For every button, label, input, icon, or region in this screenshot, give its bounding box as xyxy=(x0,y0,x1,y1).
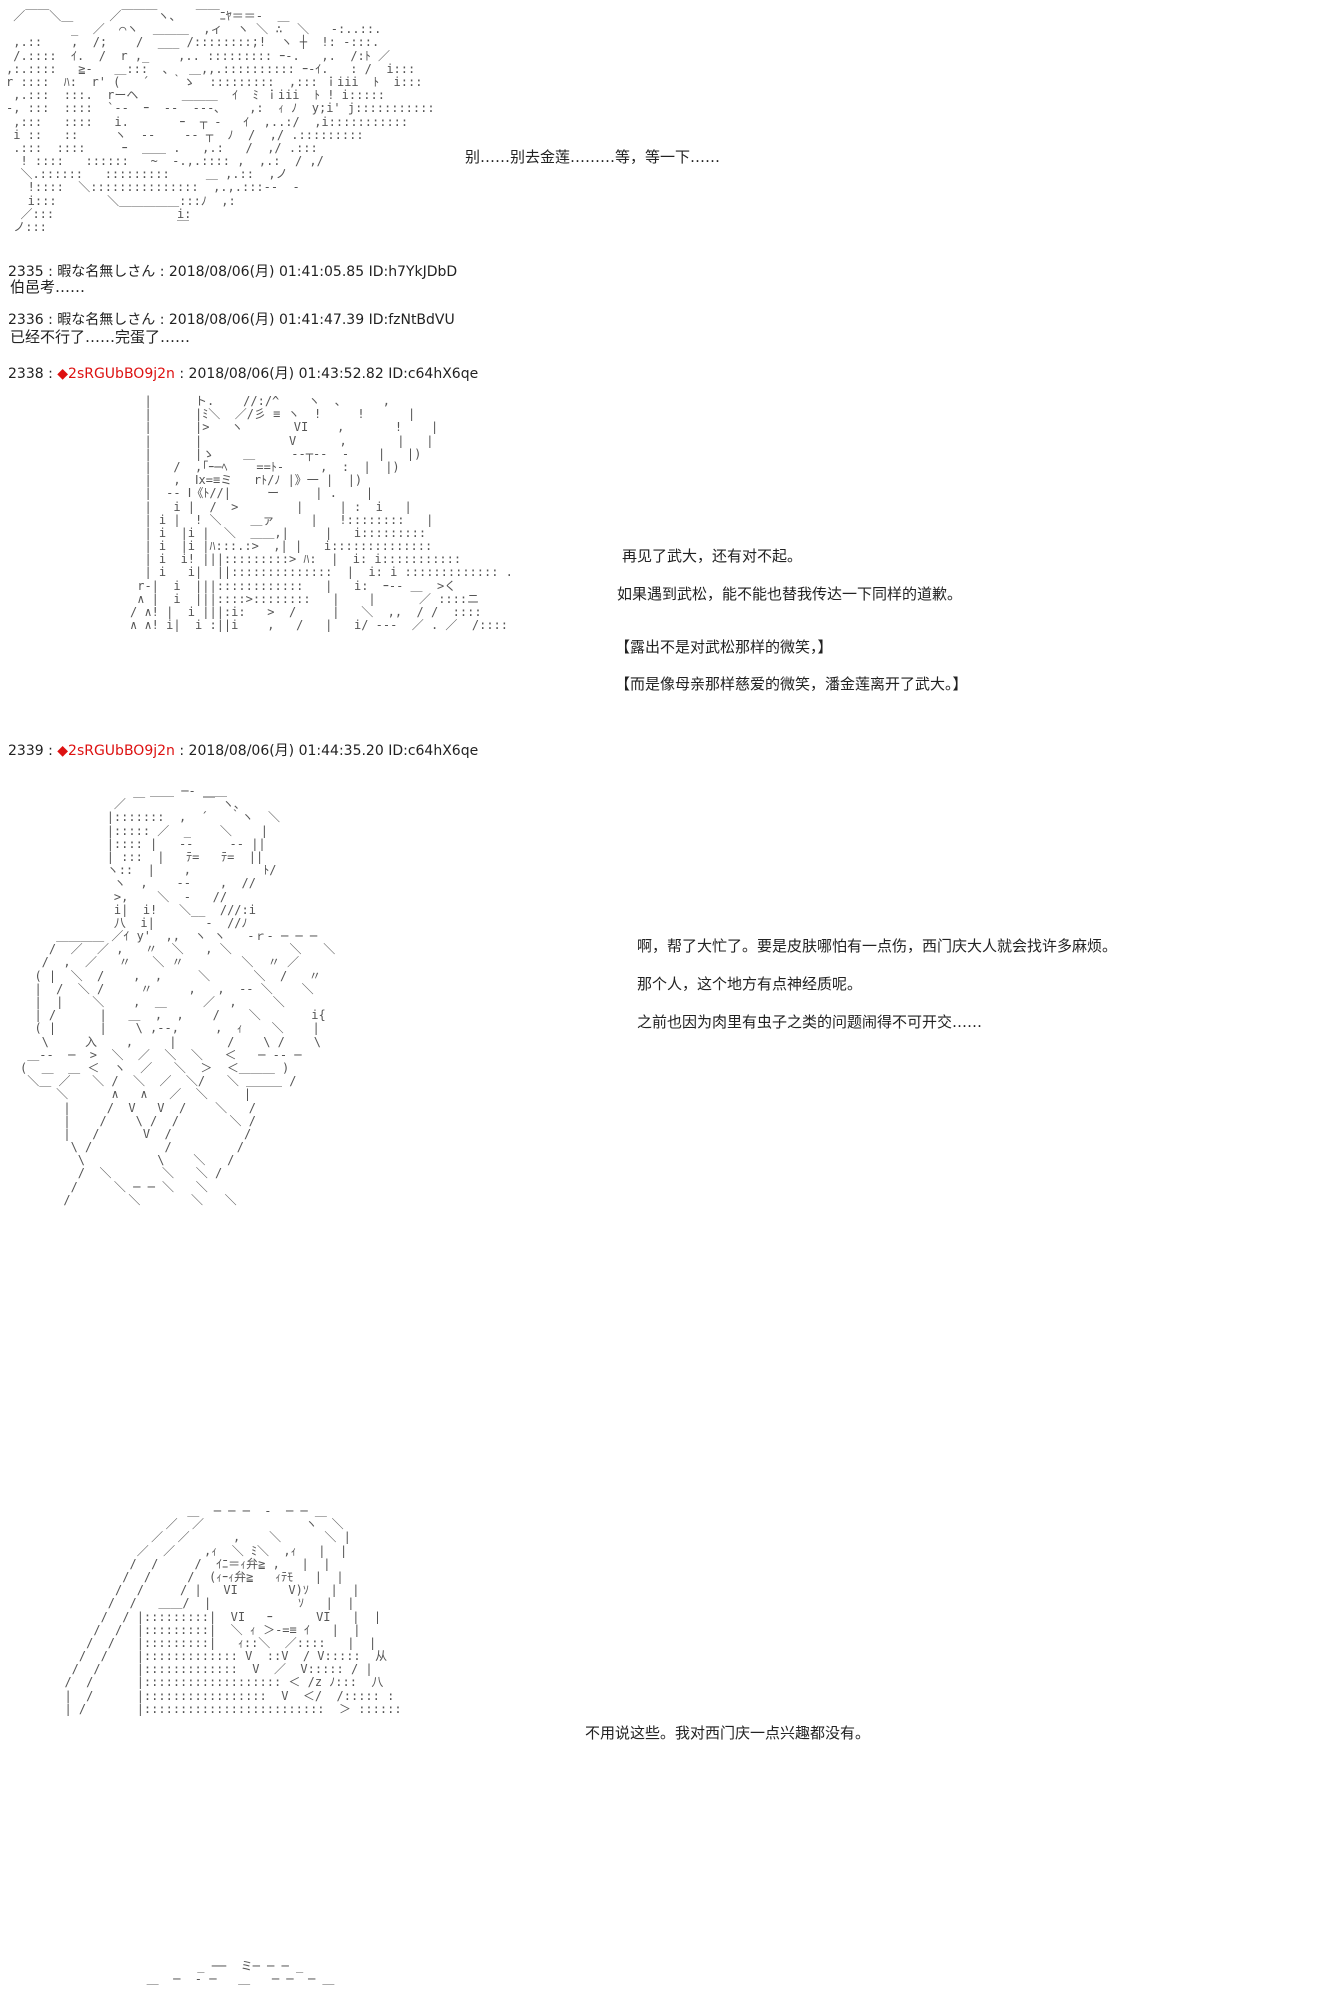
post-line: 如果遇到武松，能不能也替我传达一下同样的道歉。 xyxy=(617,585,963,603)
poster-id: ID:fzNtBdVU xyxy=(368,312,455,328)
post-datetime: 2018/08/06(月) 01:41:05.85 xyxy=(168,264,365,280)
post-number: 2339 xyxy=(8,743,44,759)
post-line: 【露出不是对武松那样的微笑，】 xyxy=(615,638,833,656)
post-datetime: 2018/08/06(月) 01:41:47.39 xyxy=(168,312,365,328)
dialogue-scene1: 别……别去金莲………等，等一下…… xyxy=(465,148,721,166)
post-line: 【而是像母亲那样慈爱的微笑，潘金莲离开了武大。】 xyxy=(615,675,968,693)
post-number: 2336 xyxy=(8,312,44,328)
poster-id: ID:c64hX6qe xyxy=(388,366,479,382)
post-header: 2335 : 暇な名無しさん : 2018/08/06(月) 01:41:05.… xyxy=(8,264,458,280)
post-number: 2335 xyxy=(8,264,44,280)
post-line: 再见了武大，还有对不起。 xyxy=(622,547,803,565)
post-number: 2338 xyxy=(8,366,44,382)
post-line: 啊，帮了大忙了。要是皮肤哪怕有一点伤，西门庆大人就会找许多麻烦。 xyxy=(637,937,1118,955)
poster-id: ID:h7YkJDbD xyxy=(368,264,458,280)
post-header: 2339 : ◆2sRGUbBO9j2n : 2018/08/06(月) 01:… xyxy=(8,743,479,759)
post-datetime: 2018/08/06(月) 01:44:35.20 xyxy=(188,743,384,759)
ascii-art-scene5: _ ── ミ─ ─ ─ _ ＿ ─ ‐ ─ ＿ ─ ─ ─ ＿ xyxy=(146,1959,335,1987)
post-header: 2338 : ◆2sRGUbBO9j2n : 2018/08/06(月) 01:… xyxy=(8,366,479,382)
ascii-art-scene1: ／￣￣＼＿ ／￣￣￣ヽ、 ￣￣ﾆﾔ＝＝- ＿ _ ／ ⌒ヽ ＿＿＿ ,ィ ヽ ＼… xyxy=(6,9,435,234)
poster-trip: ◆2sRGUbBO9j2n xyxy=(57,743,175,759)
dialogue-scene4: 不用说这些。我对西门庆一点兴趣都没有。 xyxy=(585,1724,871,1742)
post-header: 2336 : 暇な名無しさん : 2018/08/06(月) 01:41:47.… xyxy=(8,312,455,328)
post-datetime: 2018/08/06(月) 01:43:52.82 xyxy=(188,366,384,382)
post-body: 已经不行了……完蛋了…… xyxy=(10,328,191,346)
ascii-art-scene3: ＿＿ ─‐ ＿＿ ／ ￣ ￣ ヽ､ |::::::: , ´ ｀ヽ ＼ |:::… xyxy=(20,784,336,1207)
poster-name: 暇な名無しさん xyxy=(57,264,156,280)
post-body: 伯邑考…… xyxy=(10,278,86,296)
poster-trip: ◆2sRGUbBO9j2n xyxy=(57,366,175,382)
post-line: 那个人，这个地方有点神经质呢。 xyxy=(637,975,863,993)
poster-name: 暇な名無しさん xyxy=(57,312,156,328)
poster-id: ID:c64hX6qe xyxy=(388,743,479,759)
ascii-art-scene2: | ト. //:/^ ヽ 、 , | |ﾐ＼ ／/彡 ≡ ヽ ! ! | | |… xyxy=(130,394,513,633)
ascii-art-scene4: ＿ ─ ─ ─ ‐ ─ ─ ＿ ／ ／ ヽ ＼ ／ ／ , ＼ ＼ | ／ ／ … xyxy=(64,1504,402,1716)
post-line: 之前也因为肉里有虫子之类的问题闹得不可开交…… xyxy=(637,1013,983,1031)
